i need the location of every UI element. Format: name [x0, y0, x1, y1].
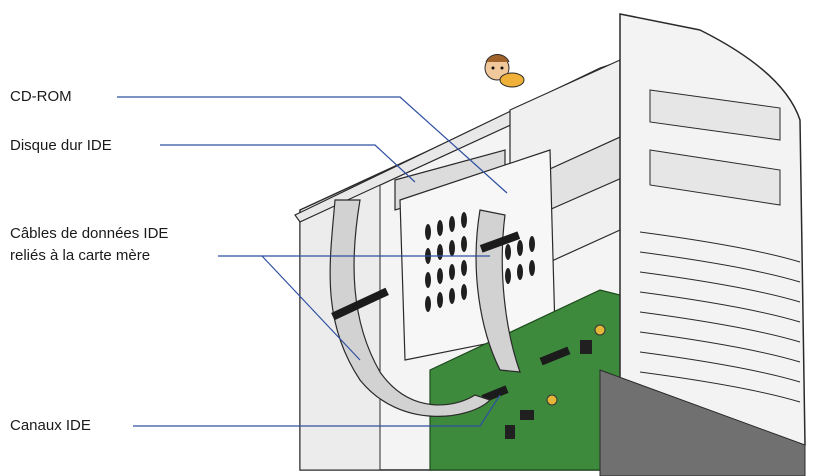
leader-hdd: [160, 144, 416, 183]
label-ide-cables-line1: Câbles de données IDE: [10, 225, 169, 242]
leader-lines: [117, 96, 508, 427]
bezel-bay-cdrom: [649, 89, 781, 141]
chassis-base: [599, 369, 806, 476]
label-hard-disk: Disque dur IDE: [10, 137, 112, 154]
ide-connector-secondary: [481, 385, 509, 403]
leader-cables-branch: [261, 255, 361, 361]
ribbon-cable-cdrom-connector: [479, 231, 521, 253]
mascot-figure: [484, 54, 525, 88]
ide-connector-primary: [539, 346, 571, 366]
label-ide-cables-line2: reliés à la carte mère: [10, 247, 151, 264]
bezel-bay-floppy: [649, 149, 781, 206]
vent-holes: [425, 212, 535, 312]
label-ide-channels: Canaux IDE: [10, 417, 91, 434]
leader-channels: [133, 394, 501, 427]
motherboard-components: [505, 324, 606, 439]
bezel-louvers: [639, 231, 801, 403]
leader-cdrom: [117, 96, 508, 194]
label-cdrom: CD-ROM: [10, 88, 72, 105]
ribbon-cable-hdd-connector: [331, 287, 389, 321]
